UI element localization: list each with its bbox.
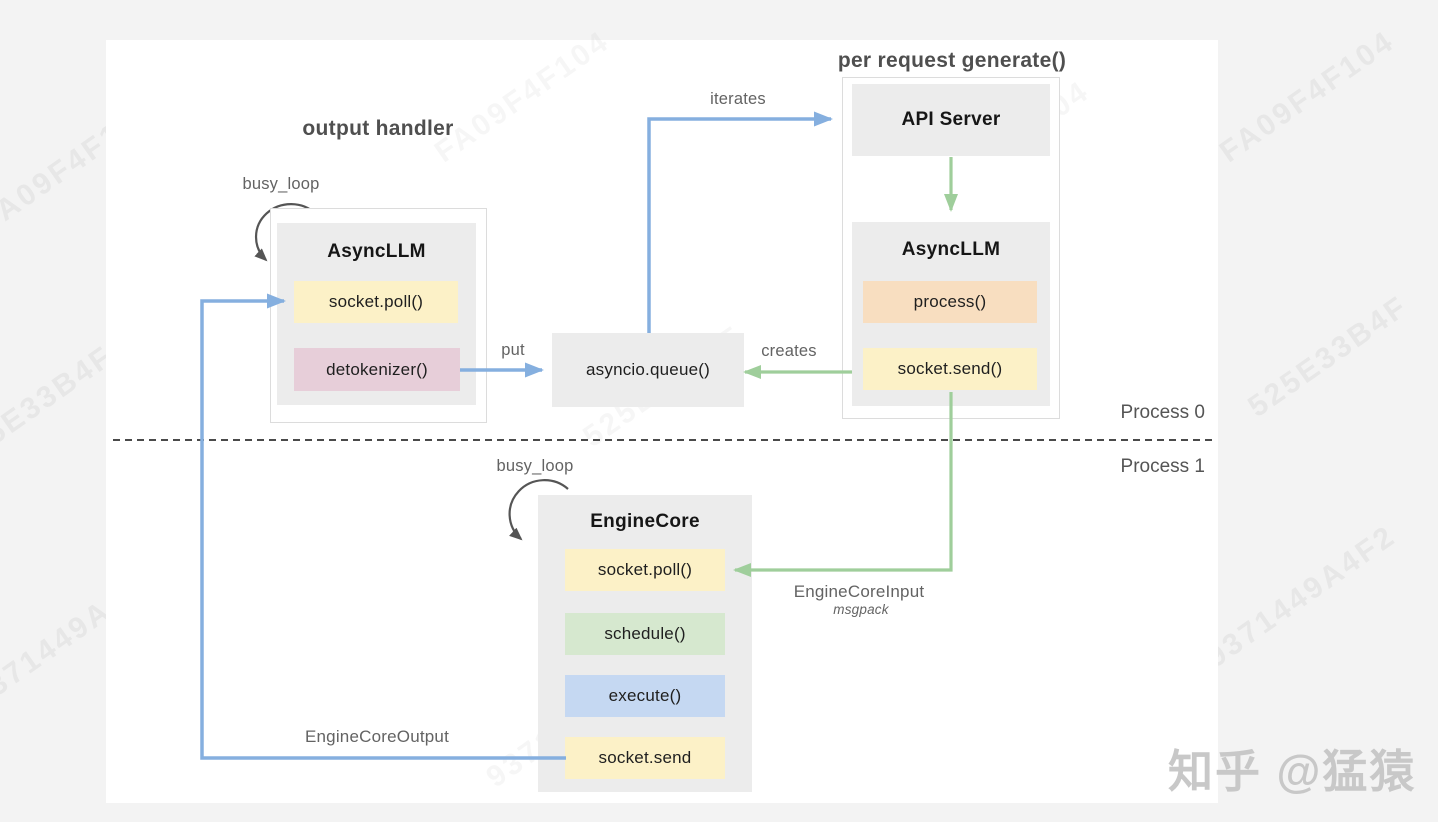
engine-core-socket-send-chip: socket.send — [565, 737, 725, 779]
engine-core-execute-chip: execute() — [565, 675, 725, 717]
output-handler-socket-poll-chip: socket.poll() — [294, 281, 458, 323]
api-server-box: API Server — [852, 84, 1050, 156]
engine-core-schedule-chip: schedule() — [565, 613, 725, 655]
generate-socket-send-chip: socket.send() — [863, 348, 1037, 390]
output-handler-detokenizer-chip: detokenizer() — [294, 348, 460, 391]
generate-asyncllm-title: AsyncLLM — [901, 239, 1001, 260]
generate-process-chip: process() — [863, 281, 1037, 323]
asyncio-queue-box: asyncio.queue() — [552, 333, 744, 407]
engine-core-title: EngineCore — [590, 511, 700, 532]
output-handler-asyncllm-title: AsyncLLM — [327, 241, 426, 262]
engine-core-socket-poll-chip: socket.poll() — [565, 549, 725, 591]
zhihu-author-watermark: 知乎 @猛猿 — [1168, 746, 1417, 797]
